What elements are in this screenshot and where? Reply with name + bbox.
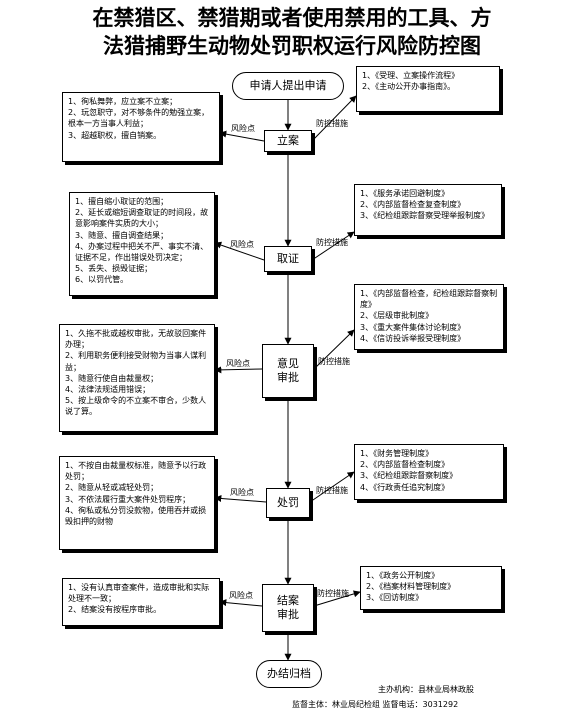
page-title: 在禁猎区、禁猎期或者使用禁用的工具、方 法猎捕野生动物处罚职权运行风险防控图 — [0, 4, 584, 60]
end-node: 办结归档 — [256, 660, 322, 688]
risk-box-filing: 1、徇私舞弊，应立案不立案； 2、玩忽职守，对不够条件的勉强立案，根本一方当事人… — [62, 92, 220, 162]
control-label-1: 防控措施 — [316, 119, 348, 128]
risk-point-label-2: 风险点 — [230, 240, 254, 249]
step-penalty: 处罚 — [266, 488, 310, 518]
risk-box-evidence: 1、擅自缩小取证的范围； 2、延长或缩短调查取证的时间段，故意影响案件实质的大小… — [69, 192, 215, 296]
step-filing: 立案 — [264, 130, 312, 152]
measure-box-penalty: 1、《财务管理制度》 2、《内部监督检查制度》 3、《纪检组跟踪督察制度》 4、… — [354, 444, 504, 500]
risk-arrow-2 — [214, 241, 265, 261]
measure-box-evidence: 1、《服务承诺回避制度》 2、《内部监督检查复查制度》 3、《纪检组跟踪督察受理… — [354, 184, 502, 236]
title-line-1: 在禁猎区、禁猎期或者使用禁用的工具、方 — [92, 6, 492, 30]
title-line-2: 法猎捕野生动物处罚职权运行风险防控图 — [103, 34, 481, 58]
step-closing-approval-label: 结案 审批 — [277, 594, 299, 621]
control-label-5: 防控措施 — [317, 589, 349, 598]
supervisor-line: 监督主体：林业局纪检组 监督电话：3031292 — [292, 700, 459, 709]
step-evidence-label: 取证 — [277, 252, 299, 265]
step-penalty-label: 处罚 — [277, 496, 299, 509]
measure-box-opinion: 1、《内部监督检查，纪检组跟踪督察制度》 2、《层级审批制度》 3、《重大案件集… — [354, 284, 504, 350]
risk-point-label-3: 风险点 — [226, 359, 250, 368]
risk-arrow-5 — [219, 599, 263, 607]
measure-arrow-1 — [311, 95, 357, 142]
risk-point-label-1: 风险点 — [231, 124, 255, 133]
start-node-label: 申请人提出申请 — [249, 79, 327, 92]
step-evidence: 取证 — [264, 246, 312, 272]
risk-arrow-4 — [214, 495, 267, 503]
risk-box-closing: 1、没有认真审查案件，造成审批和实际处理不一致； 2、结案没有按程序审批。 — [62, 578, 220, 626]
organizer-line: 主办机构：县林业局林政股 — [378, 685, 474, 694]
measure-box-closing: 1、《政务公开制度》 2、《档案材料管理制度》 3、《回访制度》 — [360, 566, 502, 610]
step-opinion-approval-label: 意见 审批 — [277, 357, 299, 384]
risk-arrow-1 — [219, 130, 265, 142]
risk-point-label-5: 风险点 — [229, 591, 253, 600]
risk-point-label-4: 风险点 — [230, 488, 254, 497]
measure-arrow-4 — [309, 471, 355, 503]
measure-arrow-2 — [311, 231, 355, 261]
step-opinion-approval: 意见 审批 — [262, 344, 314, 398]
risk-arrow-3 — [214, 366, 263, 374]
risk-box-opinion: 1、久拖不批或越权审批，无故驳回案件办理； 2、利用职务便利接受财物为当事人谋利… — [59, 324, 215, 432]
control-label-4: 防控措施 — [316, 486, 348, 495]
end-node-label: 办结归档 — [267, 667, 311, 680]
control-label-2: 防控措施 — [316, 238, 348, 247]
risk-box-penalty: 1、不按自由裁量权标准，随意予以行政处罚； 2、随意从轻或减轻处罚； 3、不依法… — [59, 456, 215, 550]
step-filing-label: 立案 — [277, 134, 299, 147]
step-closing-approval: 结案 审批 — [262, 584, 314, 632]
measure-box-filing: 1、《受理、立案操作流程》 2、《主动公开办事指南》。 — [356, 66, 500, 112]
measure-arrow-3 — [313, 329, 355, 370]
control-label-3: 防控措施 — [318, 357, 350, 366]
start-node: 申请人提出申请 — [232, 72, 344, 100]
measure-arrow-5 — [313, 590, 361, 607]
